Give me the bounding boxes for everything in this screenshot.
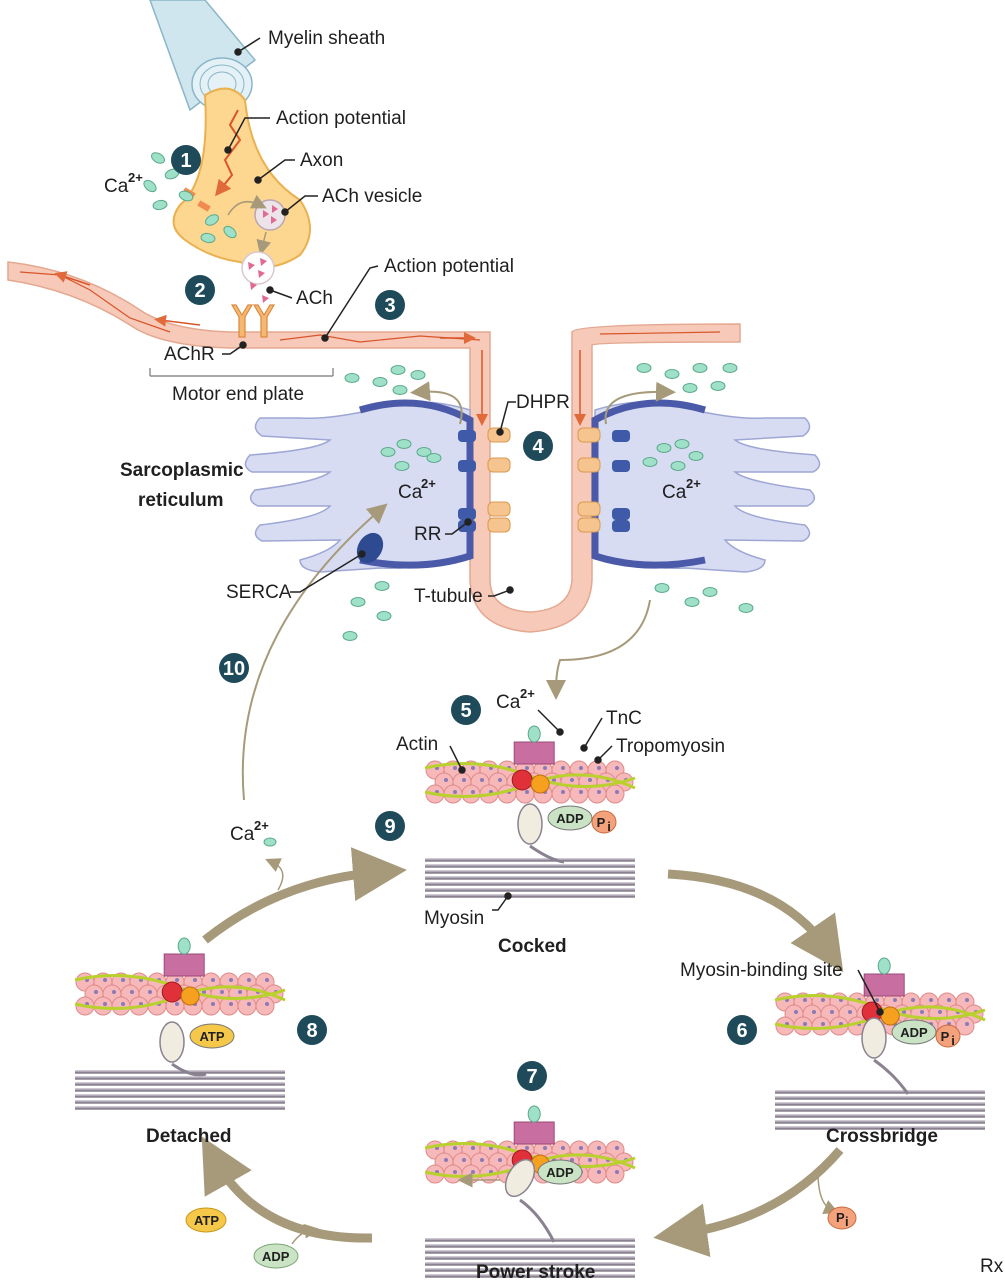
label-crossbridge: Crossbridge [826,1126,938,1147]
svg-text:2+: 2+ [686,476,701,491]
label-action-potential-mid: Action potential [384,256,514,277]
sr-right [591,399,821,573]
sarcolemma [7,261,741,633]
step-6-marker: 6 [727,1015,757,1045]
label-detached: Detached [146,1126,232,1147]
label-ca-sr-right: Ca [662,482,687,503]
cycle-arrow-8 [201,1136,373,1243]
label-power-stroke: Power stroke [476,1262,595,1282]
label-motor-end-plate: Motor end plate [172,384,304,405]
label-ca-left: Ca [230,824,255,845]
svg-text:2: 2 [194,280,205,302]
svg-text:8: 8 [306,1020,317,1042]
step-4-marker: 4 [523,431,553,461]
label-myosin: Myosin [424,908,484,929]
label-myosin-binding-site: Myosin-binding site [680,960,843,981]
step-2-marker: 2 [185,275,215,305]
pi-free-badge: P i [827,1206,857,1230]
step-9-marker: 9 [375,811,405,841]
rx-logo: Rx [980,1256,1004,1277]
cycle-arrow-6 [667,869,844,973]
label-ca-top-sup: 2+ [128,170,143,185]
sr-left [244,399,474,573]
svg-text:2+: 2+ [254,818,269,833]
cycle-arrow-7 [653,1147,844,1257]
svg-text:4: 4 [532,436,544,458]
calcium-ions-axon [143,152,237,244]
svg-text:6: 6 [736,1020,747,1042]
label-dhpr: DHPR [516,392,570,413]
filament-power-stroke: ADP [424,1105,636,1278]
label-reticulum: reticulum [138,490,224,511]
step-markers: 1 2 3 4 5 6 7 8 9 10 [171,145,757,1091]
label-sarcoplasmic: Sarcoplasmic [120,460,244,481]
label-ca-tnc: Ca [496,692,521,713]
label-t-tubule: T-tubule [414,586,483,607]
achr-receptors [230,304,276,338]
svg-text:9: 9 [384,816,395,838]
svg-text:2+: 2+ [421,476,436,491]
label-actin: Actin [396,734,438,755]
leader-lines [222,37,884,1016]
label-tropomyosin: Tropomyosin [616,736,725,757]
calcium-ions-sr [342,363,754,641]
filament-detached: ATP [74,937,286,1110]
svg-text:P: P [941,1029,950,1044]
step-1-marker: 1 [171,145,201,175]
label-rr: RR [414,524,441,545]
step-8-marker: 8 [297,1015,327,1045]
svg-text:i: i [607,819,611,834]
label-ach: ACh [296,288,333,309]
svg-text:i: i [951,1033,955,1048]
step-3-marker: 3 [375,290,405,320]
svg-text:2+: 2+ [520,686,535,701]
svg-text:5: 5 [460,700,471,722]
label-action-potential-top: Action potential [276,108,406,129]
label-achr: AChR [164,344,215,365]
calcium-ion-free [263,837,277,847]
label-axon: Axon [300,150,343,171]
label-ach-vesicle: ACh vesicle [322,186,422,207]
svg-text:i: i [845,1214,849,1229]
svg-text:P: P [597,815,606,830]
label-tnc: TnC [606,708,642,729]
label-serca: SERCA [226,582,292,603]
svg-text:ATP: ATP [199,1029,224,1044]
svg-text:3: 3 [384,295,395,317]
adp-free-badge: ADP [253,1243,299,1269]
svg-text:P: P [836,1210,845,1225]
step-5-marker: 5 [451,695,481,725]
svg-text:ADP: ADP [262,1249,290,1264]
svg-text:10: 10 [223,658,245,680]
svg-text:ADP: ADP [546,1165,574,1180]
svg-text:ADP: ADP [556,811,584,826]
svg-text:7: 7 [526,1066,537,1088]
svg-text:1: 1 [180,150,191,172]
step-7-marker: 7 [517,1061,547,1091]
label-myelin-sheath: Myelin sheath [268,28,385,49]
svg-text:ADP: ADP [900,1025,928,1040]
label-ca-sr-left: Ca [398,482,423,503]
step-10-marker: 10 [219,653,249,683]
label-cocked: Cocked [498,936,567,957]
atp-free-badge: ATP [185,1207,227,1233]
svg-text:ATP: ATP [194,1213,219,1228]
cycle-arrow-9 [202,847,407,944]
label-ca-top: Ca [104,176,129,197]
